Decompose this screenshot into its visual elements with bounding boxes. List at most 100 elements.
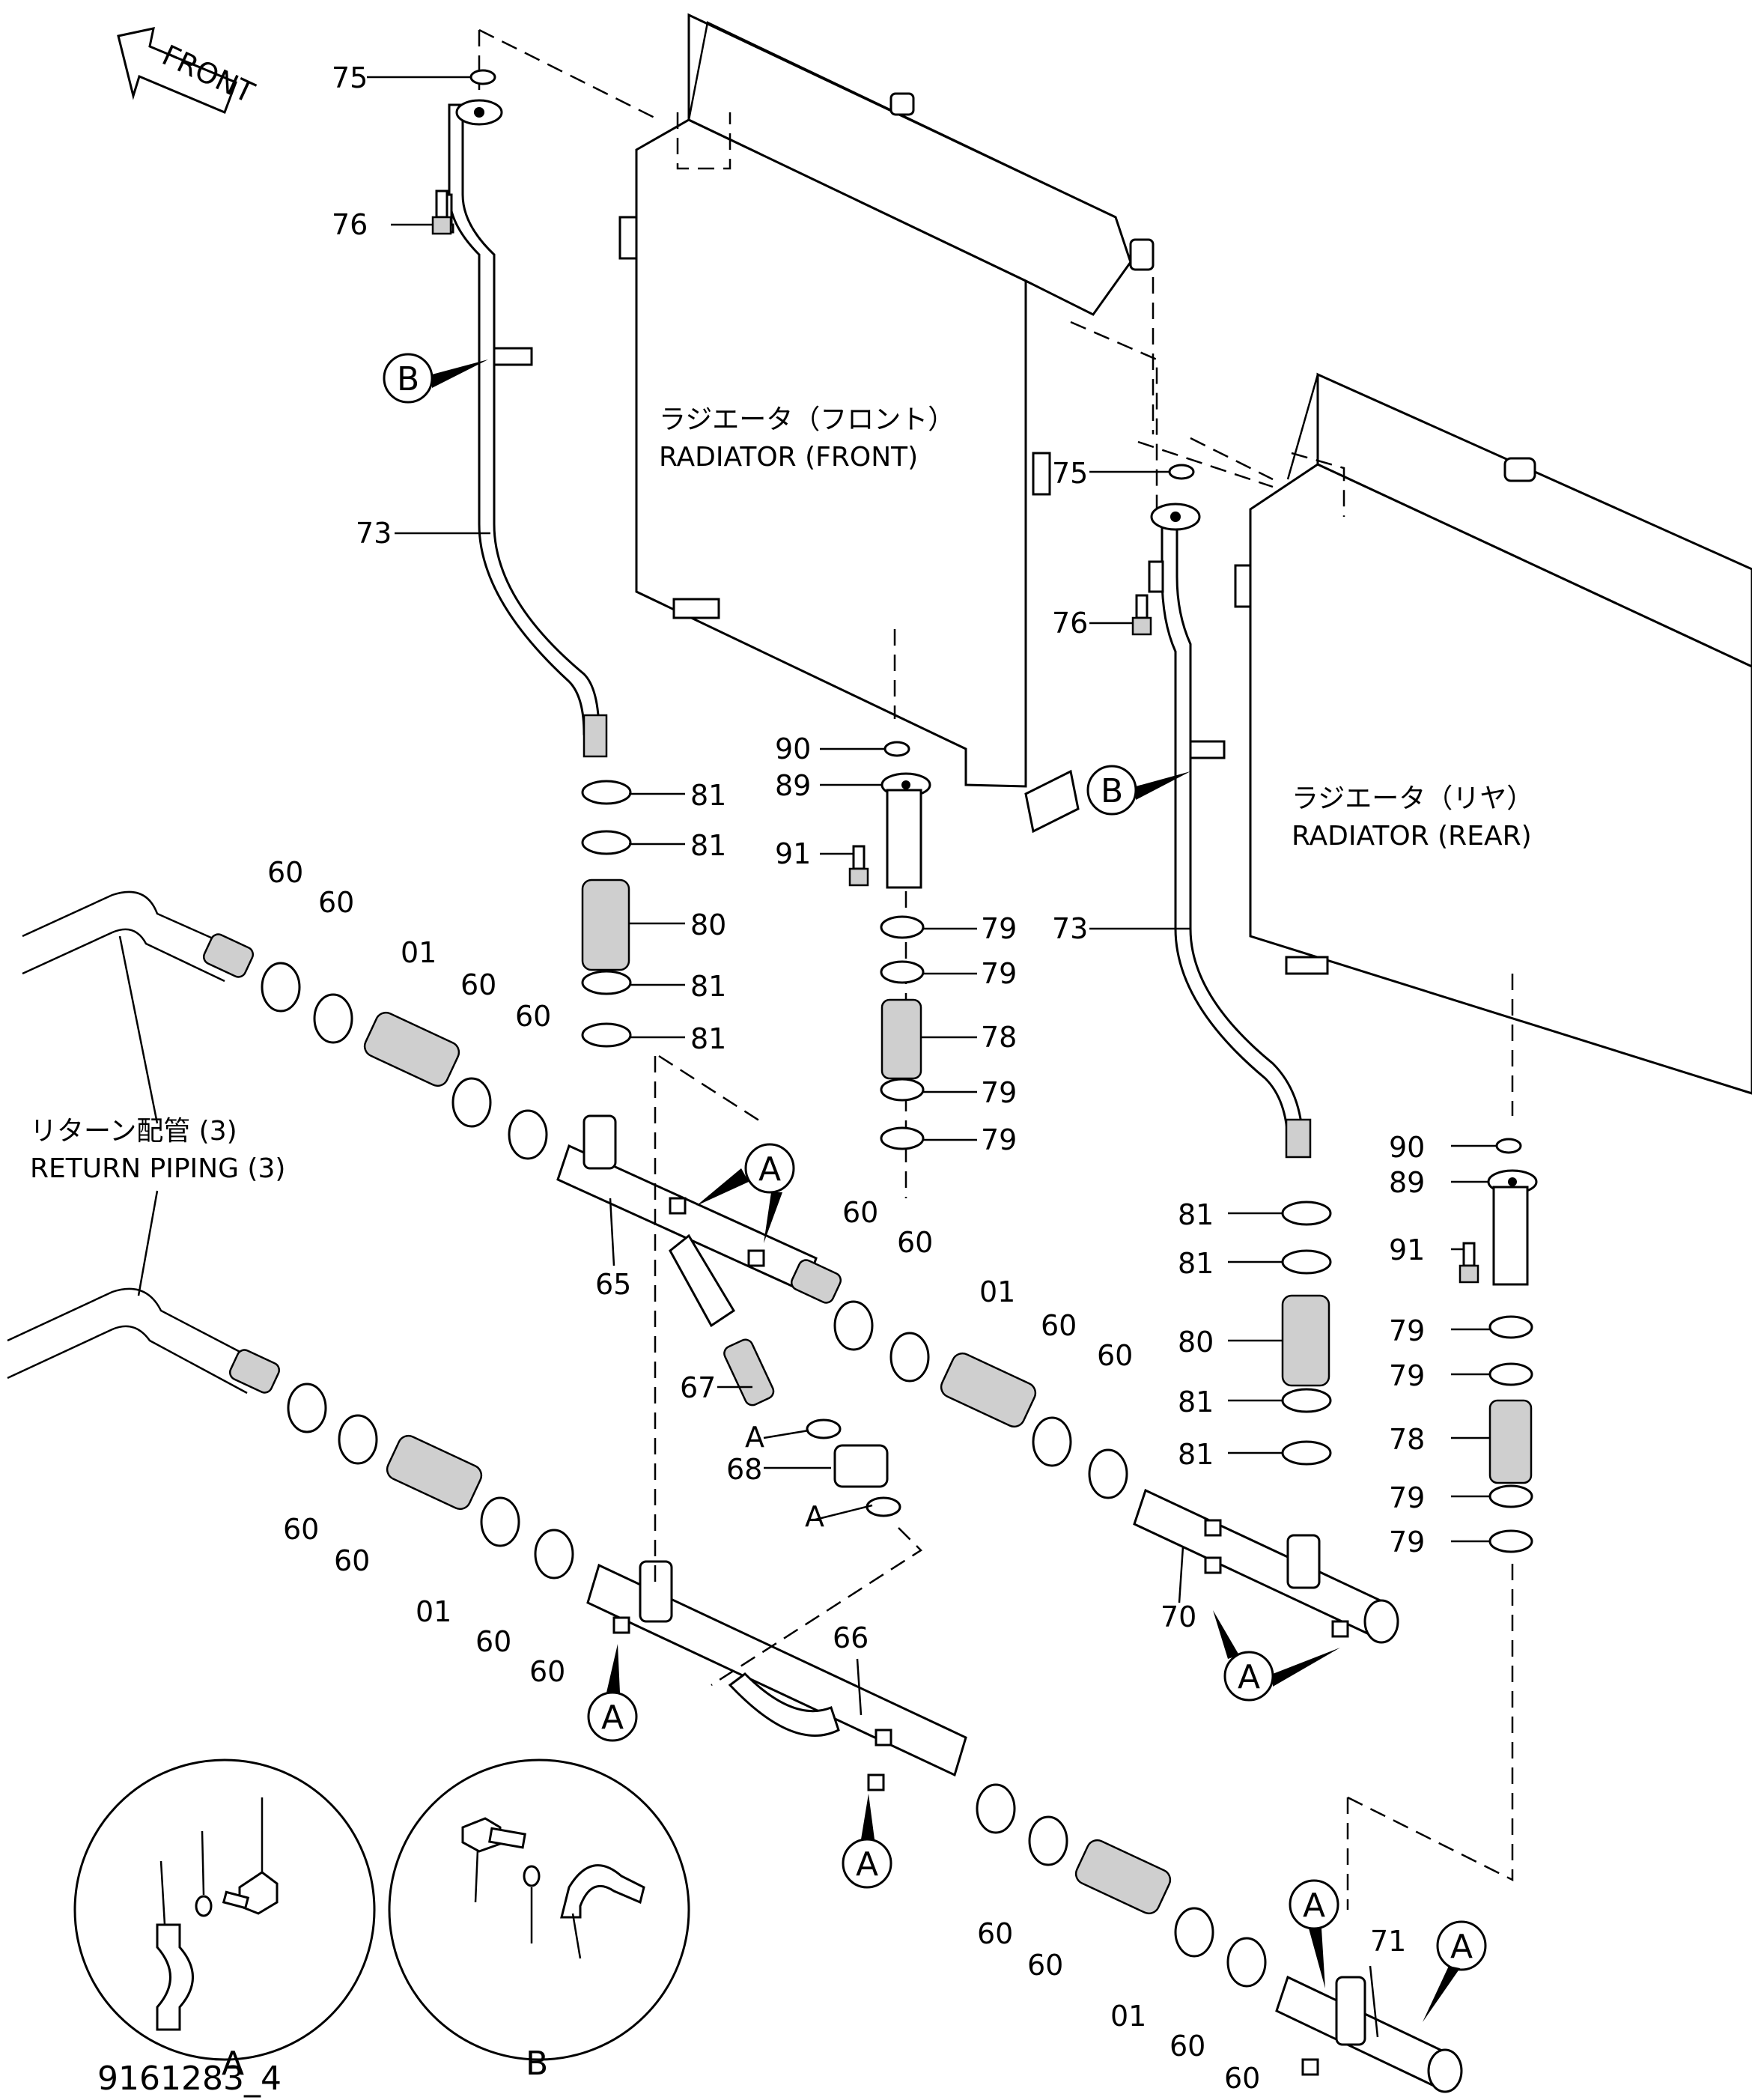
oring-75-front xyxy=(469,69,496,85)
callout-60: 60 xyxy=(334,1544,370,1577)
svg-text:A: A xyxy=(856,1845,878,1884)
callout-60: 60 xyxy=(318,886,354,919)
pipe-73-rear xyxy=(1148,503,1312,1159)
bolt-76-rear xyxy=(1131,594,1152,636)
return-piping-label-jp: リターン配管 (3) xyxy=(30,1116,237,1147)
ref-mark-a: A xyxy=(842,1794,892,1889)
callout-79: 79 xyxy=(981,912,1017,945)
callout-68: 68 xyxy=(726,1453,762,1486)
callout-79: 79 xyxy=(981,1076,1017,1109)
callout-a: A xyxy=(805,1500,824,1533)
callout-60: 60 xyxy=(283,1513,319,1546)
callout-01: 01 xyxy=(401,936,437,969)
callout-60: 60 xyxy=(1224,2062,1260,2095)
callout-81: 81 xyxy=(1178,1247,1214,1280)
callout-81: 81 xyxy=(690,970,726,1003)
pipe-73-front xyxy=(437,99,608,758)
clamps-row-4 xyxy=(976,1783,1267,1988)
callout-60: 60 xyxy=(475,1625,511,1658)
callout-60: 60 xyxy=(1027,1949,1063,1982)
radiator-rear-label-en: RADIATOR (REAR) xyxy=(1292,821,1532,852)
ref-mark-a: A xyxy=(587,1644,638,1742)
adapter-68 xyxy=(806,1418,901,1517)
callout-60: 60 xyxy=(1097,1339,1133,1372)
callout-81: 81 xyxy=(690,1022,726,1055)
ref-mark-a: A xyxy=(1289,1879,1339,1988)
front-arrow-icon: FRONT xyxy=(117,27,260,114)
callout-01: 01 xyxy=(979,1275,1015,1308)
callout-76: 76 xyxy=(332,208,368,241)
pipe-71 xyxy=(1275,1975,1463,2093)
svg-text:A: A xyxy=(1303,1887,1325,1925)
callout-73: 73 xyxy=(356,517,392,550)
pipe-70 xyxy=(1133,1488,1399,1644)
callout-91: 91 xyxy=(1389,1233,1425,1266)
callout-a: A xyxy=(745,1421,764,1454)
ref-mark-b: B xyxy=(1086,765,1190,816)
callout-60: 60 xyxy=(529,1655,565,1688)
radiator-front-label-jp: ラジエータ（フロント） xyxy=(659,404,955,435)
oring-90-front xyxy=(883,741,910,757)
callout-01: 01 xyxy=(1110,2000,1146,2033)
callout-60: 60 xyxy=(1041,1309,1077,1342)
callout-73: 73 xyxy=(1052,912,1088,945)
callout-81: 81 xyxy=(1178,1386,1214,1418)
pipe-65 xyxy=(556,1114,842,1328)
callout-60: 60 xyxy=(897,1226,933,1259)
callout-78: 78 xyxy=(1389,1423,1425,1456)
callout-75: 75 xyxy=(1052,457,1088,490)
bolt-76-front xyxy=(431,189,452,235)
callout-90: 90 xyxy=(775,732,811,765)
radiator-front-label-en: RADIATOR (FRONT) xyxy=(659,442,918,473)
clamps-row-2 xyxy=(833,1300,1128,1499)
callout-89: 89 xyxy=(775,769,811,802)
callout-80: 80 xyxy=(1178,1326,1214,1359)
callout-75: 75 xyxy=(332,61,368,94)
bolt-91-front xyxy=(848,845,869,887)
detail-view-a: A xyxy=(73,1758,376,2083)
callout-81: 81 xyxy=(690,779,726,812)
svg-text:A: A xyxy=(1238,1658,1260,1696)
detail-b-label: B xyxy=(526,2045,548,2083)
callout-78: 78 xyxy=(981,1021,1017,1054)
callout-71: 71 xyxy=(1370,1925,1406,1958)
callout-60: 60 xyxy=(977,1917,1013,1950)
svg-text:B: B xyxy=(397,360,419,398)
callout-01: 01 xyxy=(416,1595,451,1628)
drawing-number: 9161283_4 xyxy=(97,2060,282,2098)
callout-70: 70 xyxy=(1161,1600,1196,1633)
radiator-rear-label-jp: ラジエータ（リヤ） xyxy=(1292,783,1533,814)
svg-text:B: B xyxy=(1101,772,1123,810)
callout-81: 81 xyxy=(1178,1438,1214,1471)
radiator-front xyxy=(618,13,1158,834)
callout-80: 80 xyxy=(690,908,726,941)
neck-89-front xyxy=(880,772,931,889)
hose-stack-front xyxy=(581,780,632,1048)
callout-89: 89 xyxy=(1389,1166,1425,1199)
callout-79: 79 xyxy=(1389,1359,1425,1392)
ref-mark-a: A xyxy=(1423,1920,1487,2022)
pipe-66 xyxy=(586,1560,967,1791)
callout-79: 79 xyxy=(1389,1526,1425,1559)
ref-mark-a: A xyxy=(1213,1610,1340,1702)
detail-a-label: A xyxy=(222,2045,244,2083)
radiator-rear xyxy=(1137,372,1752,1116)
return-piping xyxy=(7,890,281,1395)
callout-81: 81 xyxy=(1178,1198,1214,1231)
clamps-row-3 xyxy=(287,1383,574,1579)
callout-90: 90 xyxy=(1389,1131,1425,1164)
callout-60: 60 xyxy=(267,856,303,889)
callout-60: 60 xyxy=(1169,2030,1205,2063)
svg-text:A: A xyxy=(1450,1928,1473,1966)
callout-79: 79 xyxy=(981,957,1017,990)
callout-65: 65 xyxy=(595,1268,631,1301)
ref-mark-a: A xyxy=(696,1143,795,1243)
callout-60: 60 xyxy=(842,1196,878,1229)
ref-mark-b: B xyxy=(383,353,488,404)
callout-60: 60 xyxy=(460,968,496,1001)
hose-stack-rear-79 xyxy=(1488,1315,1533,1553)
detail-view-b: B xyxy=(388,1758,690,2083)
callout-79: 79 xyxy=(1389,1481,1425,1514)
callout-79: 79 xyxy=(1389,1314,1425,1347)
